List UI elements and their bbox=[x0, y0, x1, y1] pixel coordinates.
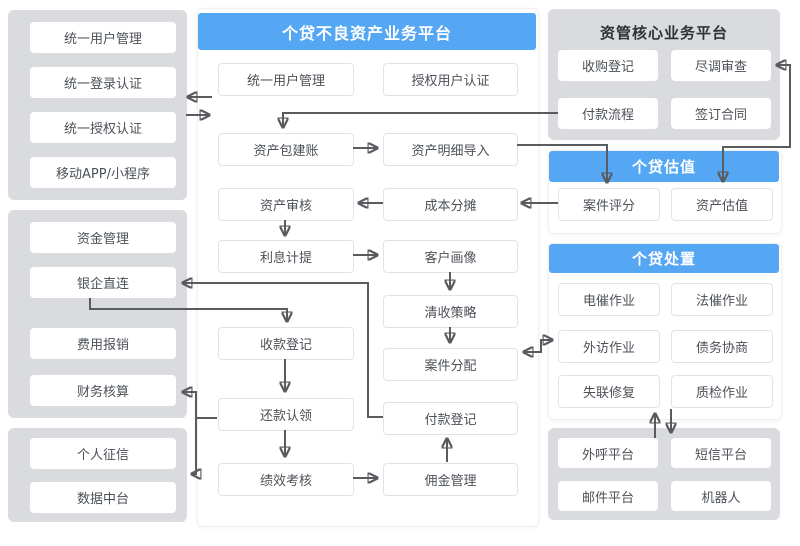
node-bank-direct-connect: 银企直连 bbox=[30, 267, 176, 298]
node-robot-platform: 机器人 bbox=[671, 481, 771, 511]
node-email-platform: 邮件平台 bbox=[558, 481, 658, 511]
node-field-visit: 外访作业 bbox=[558, 330, 660, 363]
node-personal-credit: 个人征信 bbox=[30, 438, 176, 469]
node-performance-appraisal: 绩效考核 bbox=[218, 463, 354, 496]
node-sso-login: 统一登录认证 bbox=[30, 67, 176, 98]
node-legal-collection: 法催作业 bbox=[671, 283, 773, 316]
node-outbound-call-platform: 外呼平台 bbox=[558, 438, 658, 468]
node-expense-reimbursement: 费用报销 bbox=[30, 328, 176, 359]
node-unified-user-mgmt: 统一用户管理 bbox=[30, 22, 176, 53]
header-loan-valuation: 个贷估值 bbox=[549, 151, 779, 182]
node-contract-signing: 签订合同 bbox=[671, 98, 771, 129]
panel-loan-valuation: 个贷估值 案件评分 资产估值 bbox=[548, 150, 782, 234]
node-fund-mgmt: 资金管理 bbox=[30, 222, 176, 253]
header-loan-disposal: 个贷处置 bbox=[549, 244, 779, 273]
node-case-scoring: 案件评分 bbox=[558, 188, 660, 221]
node-data-platform: 数据中台 bbox=[30, 482, 176, 513]
header-amc-core-title: 资管核心业务平台 bbox=[599, 23, 728, 42]
node-payment-flow: 付款流程 bbox=[558, 98, 658, 129]
node-repayment-claim: 还款认领 bbox=[218, 398, 354, 431]
node-asset-review: 资产审核 bbox=[218, 188, 354, 221]
panel-unified-identity: 统一用户管理 统一登录认证 统一授权认证 移动APP/小程序 bbox=[8, 10, 187, 200]
node-unified-auth: 统一授权认证 bbox=[30, 112, 176, 143]
node-cost-allocation: 成本分摊 bbox=[383, 188, 518, 221]
node-sms-platform: 短信平台 bbox=[671, 438, 771, 468]
connector-repayment-to-data-panel bbox=[191, 418, 196, 474]
node-tele-collection: 电催作业 bbox=[558, 283, 660, 316]
node-customer-profile: 客户画像 bbox=[383, 240, 518, 273]
node-commission-mgmt: 佣金管理 bbox=[383, 463, 518, 496]
node-receipt-registration: 收款登记 bbox=[218, 327, 354, 360]
node-payment-registration: 付款登记 bbox=[383, 402, 518, 435]
panel-loan-disposal: 个贷处置 电催作业 法催作业 外访作业 债务协商 失联修复 质检作业 bbox=[548, 243, 782, 420]
panel-amc-core: 资管核心业务平台 收购登记 尽调审查 付款流程 签订合同 bbox=[548, 9, 780, 140]
node-collection-strategy: 清收策略 bbox=[383, 295, 518, 328]
node-mobile-app: 移动APP/小程序 bbox=[30, 157, 176, 188]
header-npl-platform: 个贷不良资产业务平台 bbox=[198, 13, 536, 50]
node-asset-package-setup: 资产包建账 bbox=[218, 133, 354, 166]
node-auth-user: 授权用户认证 bbox=[383, 63, 518, 96]
panel-data-services: 个人征信 数据中台 bbox=[8, 428, 187, 522]
node-financial-accounting: 财务核算 bbox=[30, 375, 176, 406]
node-interest-accrual: 利息计提 bbox=[218, 240, 354, 273]
node-case-assignment: 案件分配 bbox=[383, 348, 518, 381]
panel-npl-platform: 个贷不良资产业务平台 统一用户管理 授权用户认证 资产包建账 资产明细导入 资产… bbox=[197, 8, 539, 527]
panel-channel-platforms: 外呼平台 短信平台 邮件平台 机器人 bbox=[548, 428, 780, 520]
node-user-mgmt: 统一用户管理 bbox=[218, 63, 354, 96]
node-asset-detail-import: 资产明细导入 bbox=[383, 133, 518, 166]
node-purchase-registration: 收购登记 bbox=[558, 50, 658, 81]
node-lost-contact-repair: 失联修复 bbox=[558, 375, 660, 408]
node-quality-inspection: 质检作业 bbox=[671, 375, 773, 408]
panel-finance-systems: 资金管理 银企直连 费用报销 财务核算 bbox=[8, 210, 187, 418]
node-asset-valuation: 资产估值 bbox=[671, 188, 773, 221]
node-debt-negotiation: 债务协商 bbox=[671, 330, 773, 363]
node-due-diligence: 尽调审查 bbox=[671, 50, 771, 81]
